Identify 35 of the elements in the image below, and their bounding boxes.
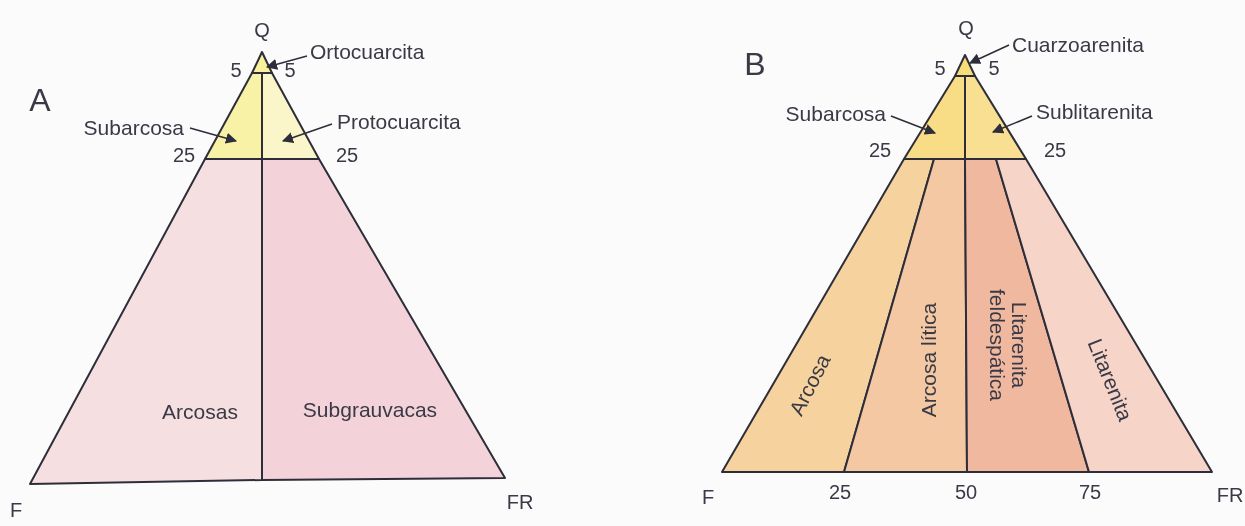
axis-label: 50 [954,480,978,505]
panel-letter: A [29,81,51,120]
callout-label: Sublitarenita [1036,100,1153,124]
axis-label: F [9,498,23,523]
leader-arrow [969,44,1010,64]
axis-label: 25 [172,143,196,168]
axis-label: 25 [828,480,852,505]
axis-label: 25 [335,143,359,168]
axis-label: Q [254,18,270,43]
axis-label: 5 [934,56,946,81]
axis-label: 5 [230,58,242,83]
region-label: Litarenita feldespática [986,287,1030,404]
axis-label: 25 [868,138,892,163]
panel-letter: B [744,45,766,84]
callout-label: Ortocuarcita [310,40,425,64]
region-label: Arcosa lítica [918,301,940,420]
region-label: Arcosas [161,401,239,423]
leader-arrow [991,115,1033,134]
axis-label: 5 [284,58,296,83]
callout-label: Subarcosa [83,116,184,140]
axis-label: F [701,485,715,510]
axis-label: FR [506,490,534,515]
leader-arrow [189,127,238,144]
axis-label: 75 [1078,480,1102,505]
axis-label: 25 [1043,138,1067,163]
leader-arrow [281,123,333,143]
callout-label: Cuarzoarenita [1012,33,1144,57]
axis-label: 5 [988,56,1000,81]
leader-arrow [890,115,937,135]
region-label: Subgrauvacas [301,399,439,421]
axis-label: FR [1216,483,1244,508]
axis-label: Q [958,16,974,41]
leader-arrow [265,55,308,70]
callout-label: Protocuarcita [337,110,461,134]
callout-label: Subarcosa [785,102,886,126]
